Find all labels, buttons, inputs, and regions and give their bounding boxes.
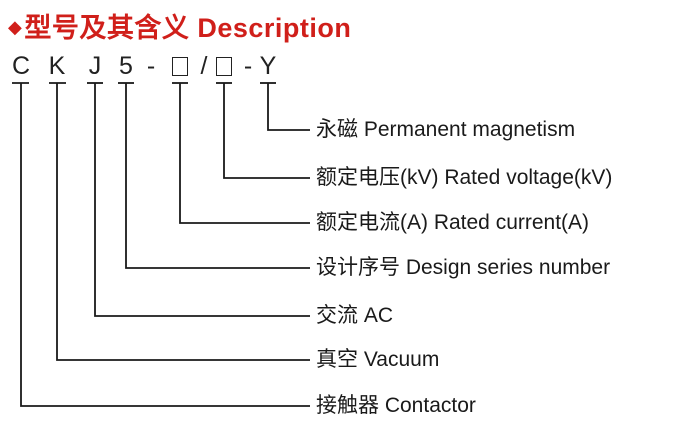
- leader-line-contactor: [20, 83, 310, 407]
- desc-ac: 交流 AC: [316, 304, 394, 328]
- leader-line-vacuum: [56, 83, 310, 361]
- code-placeholder-box-voltage: [216, 57, 232, 76]
- desc-design-series-number: 设计序号 Design series number: [316, 256, 611, 280]
- leader-line-rated-voltage: [223, 83, 310, 179]
- code-letter-j: J: [88, 52, 102, 80]
- diamond-bullet-icon: ◆: [8, 17, 23, 37]
- leader-line-ac: [94, 83, 310, 317]
- code-digit-5: 5: [119, 52, 133, 80]
- desc-rated-current: 额定电流(A) Rated current(A): [316, 211, 590, 235]
- code-slash: /: [200, 52, 208, 80]
- desc-permanent-magnetism: 永磁 Permanent magnetism: [316, 118, 576, 142]
- section-title-text: 型号及其含义 Description: [24, 13, 352, 43]
- desc-rated-voltage: 额定电压(kV) Rated voltage(kV): [316, 166, 613, 190]
- code-letter-k: K: [48, 52, 66, 80]
- code-placeholder-box-current: [172, 57, 188, 76]
- desc-vacuum: 真空 Vacuum: [316, 348, 440, 372]
- code-dash-1: -: [146, 52, 156, 80]
- code-letter-c: C: [11, 52, 31, 80]
- leader-line-design-series: [125, 83, 310, 269]
- desc-contactor: 接触器 Contactor: [316, 394, 476, 418]
- code-dash-2: -: [243, 52, 253, 80]
- code-letter-y: Y: [259, 52, 277, 80]
- section-title: ◆型号及其含义 Description: [8, 6, 351, 45]
- leader-line-permanent-magnetism: [267, 83, 310, 131]
- leader-line-rated-current: [179, 83, 310, 224]
